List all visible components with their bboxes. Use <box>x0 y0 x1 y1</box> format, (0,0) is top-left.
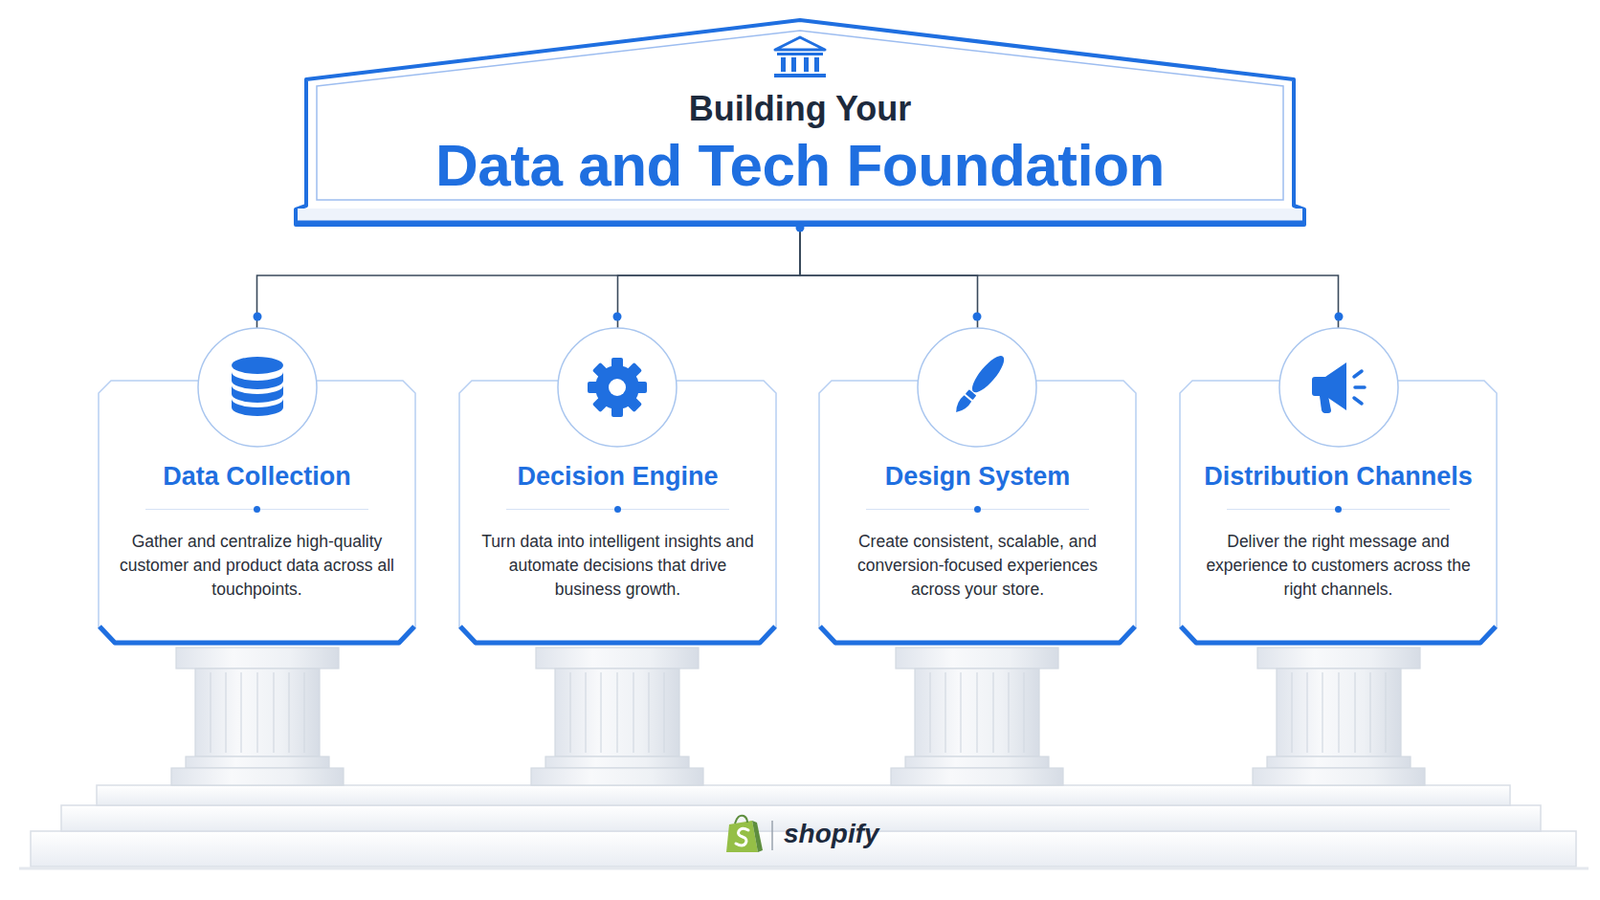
pillar-card: Design SystemCreate consistent, scalable… <box>818 379 1137 648</box>
card-description: Gather and centralize high-quality custo… <box>116 530 398 602</box>
divider-dot <box>1334 506 1342 513</box>
card-bottom-accent <box>820 626 1135 644</box>
card-bottom-accent <box>1180 626 1496 644</box>
card-bottom-accent <box>99 626 415 644</box>
temple-icon <box>774 37 826 78</box>
pediment-border <box>295 20 1305 225</box>
brush-icon <box>950 352 1009 419</box>
stairs <box>19 785 1589 869</box>
divider-dot <box>614 506 622 513</box>
card-heading: Data Collection <box>101 460 413 493</box>
database-icon <box>231 356 284 417</box>
card-outline <box>97 379 417 648</box>
pediment-base-line <box>295 221 1305 226</box>
pillar-card: Decision EngineTurn data into intelligen… <box>458 379 778 648</box>
title-heading: Data and Tech Foundation <box>295 131 1305 200</box>
connector-line <box>800 226 1339 380</box>
shopify-bag-logo <box>726 816 773 853</box>
card-bottom-accent <box>460 626 776 644</box>
divider-dot <box>974 506 981 513</box>
card-border <box>1179 380 1497 645</box>
card-border <box>98 380 416 645</box>
connector-line <box>800 226 978 380</box>
junction-dots <box>253 223 1344 322</box>
card-outline <box>458 379 778 648</box>
megaphone-icon <box>1311 362 1365 414</box>
card-outline <box>818 379 1137 648</box>
brand-wordmark: shopify <box>783 818 880 851</box>
card-border <box>459 380 777 645</box>
card-border <box>819 380 1136 645</box>
divider-dot <box>253 506 261 513</box>
card-description: Deliver the right message and experience… <box>1198 530 1479 602</box>
title-kicker: Building Your <box>295 88 1305 130</box>
connector-line <box>257 226 801 380</box>
title-banner: Building YourData and Tech Foundation <box>295 18 1305 227</box>
card-heading: Decision Engine <box>462 460 774 493</box>
gear-icon <box>587 357 647 418</box>
card-description: Create consistent, scalable, and convers… <box>837 530 1118 602</box>
icon-circles <box>198 328 1399 447</box>
card-heading: Design System <box>822 460 1134 493</box>
card-outline <box>1178 379 1498 648</box>
pillar-card: Data CollectionGather and centralize hig… <box>97 379 417 648</box>
card-heading: Distribution Channels <box>1182 460 1494 493</box>
pillars <box>171 647 1425 786</box>
card-description: Turn data into intelligent insights and … <box>477 530 758 602</box>
pillar-card: Distribution ChannelsDeliver the right m… <box>1178 379 1498 648</box>
connector-line <box>618 226 801 380</box>
